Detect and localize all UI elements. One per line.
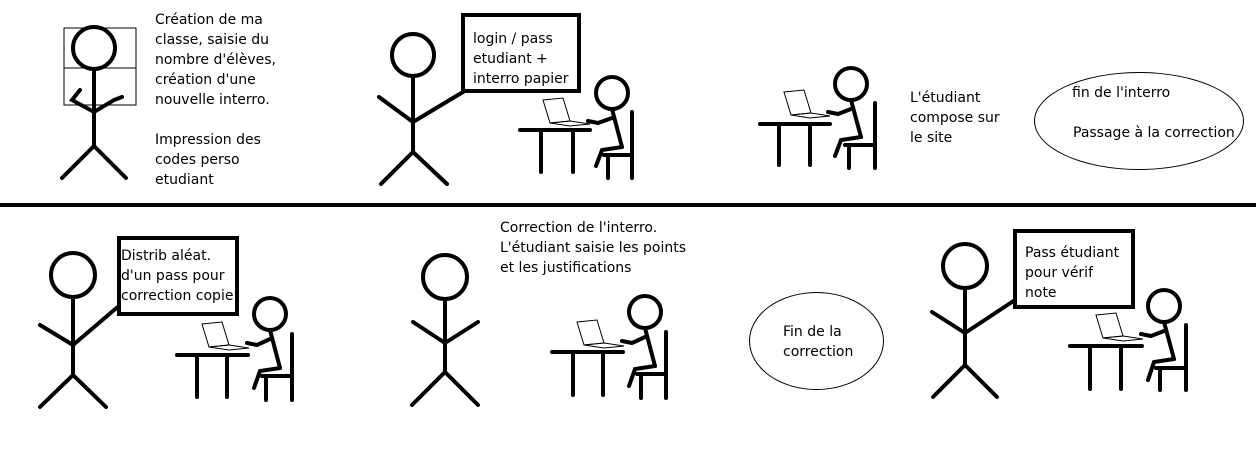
student-figure-standing — [410, 253, 480, 407]
step8-note-check-board-text: Pass étudiant pour vérif note — [1025, 245, 1120, 301]
student-at-desk-2 — [758, 66, 877, 170]
step5-distribution-board-text: Distrib aléat. d'un pass pour correction… — [121, 248, 234, 304]
step7-end-of-correction-ellipse: Fin de la correction — [749, 292, 884, 390]
teacher-figure-distributing-logins — [377, 32, 465, 186]
student-at-desk-4 — [550, 294, 668, 400]
teacher-figure-creating-class — [60, 25, 137, 180]
student-at-desk-1 — [518, 75, 634, 180]
student-at-desk-5 — [1068, 288, 1188, 392]
step4-correction-start-line2: Passage à la correction — [1073, 125, 1235, 141]
teacher-figure-showing-note-pass — [930, 242, 1017, 399]
step2-login-board-text: login / pass etudiant + interro papier — [473, 31, 569, 87]
step3-student-composes-text: L'étudiant compose sur le site — [910, 90, 1000, 146]
step5-distribution-board: Distrib aléat. d'un pass pour correction… — [117, 236, 239, 316]
step4-end-of-test-line1: fin de l'interro — [1072, 85, 1171, 101]
step1-class-creation-text: Création de ma classe, saisie du nombre … — [155, 12, 276, 188]
step2-login-board: login / pass etudiant + interro papier — [461, 13, 581, 93]
teacher-figure-distributing-correction-pass — [38, 251, 122, 409]
step8-note-check-board: Pass étudiant pour vérif note — [1013, 229, 1135, 309]
step7-end-of-correction-text: Fin de la correction — [783, 324, 854, 360]
student-at-desk-3 — [175, 296, 294, 402]
step6-correction-text: Correction de l'interro. L'étudiant sais… — [500, 220, 687, 276]
step4-end-of-test-ellipse: fin de l'interro Passage à la correction — [1034, 72, 1244, 170]
